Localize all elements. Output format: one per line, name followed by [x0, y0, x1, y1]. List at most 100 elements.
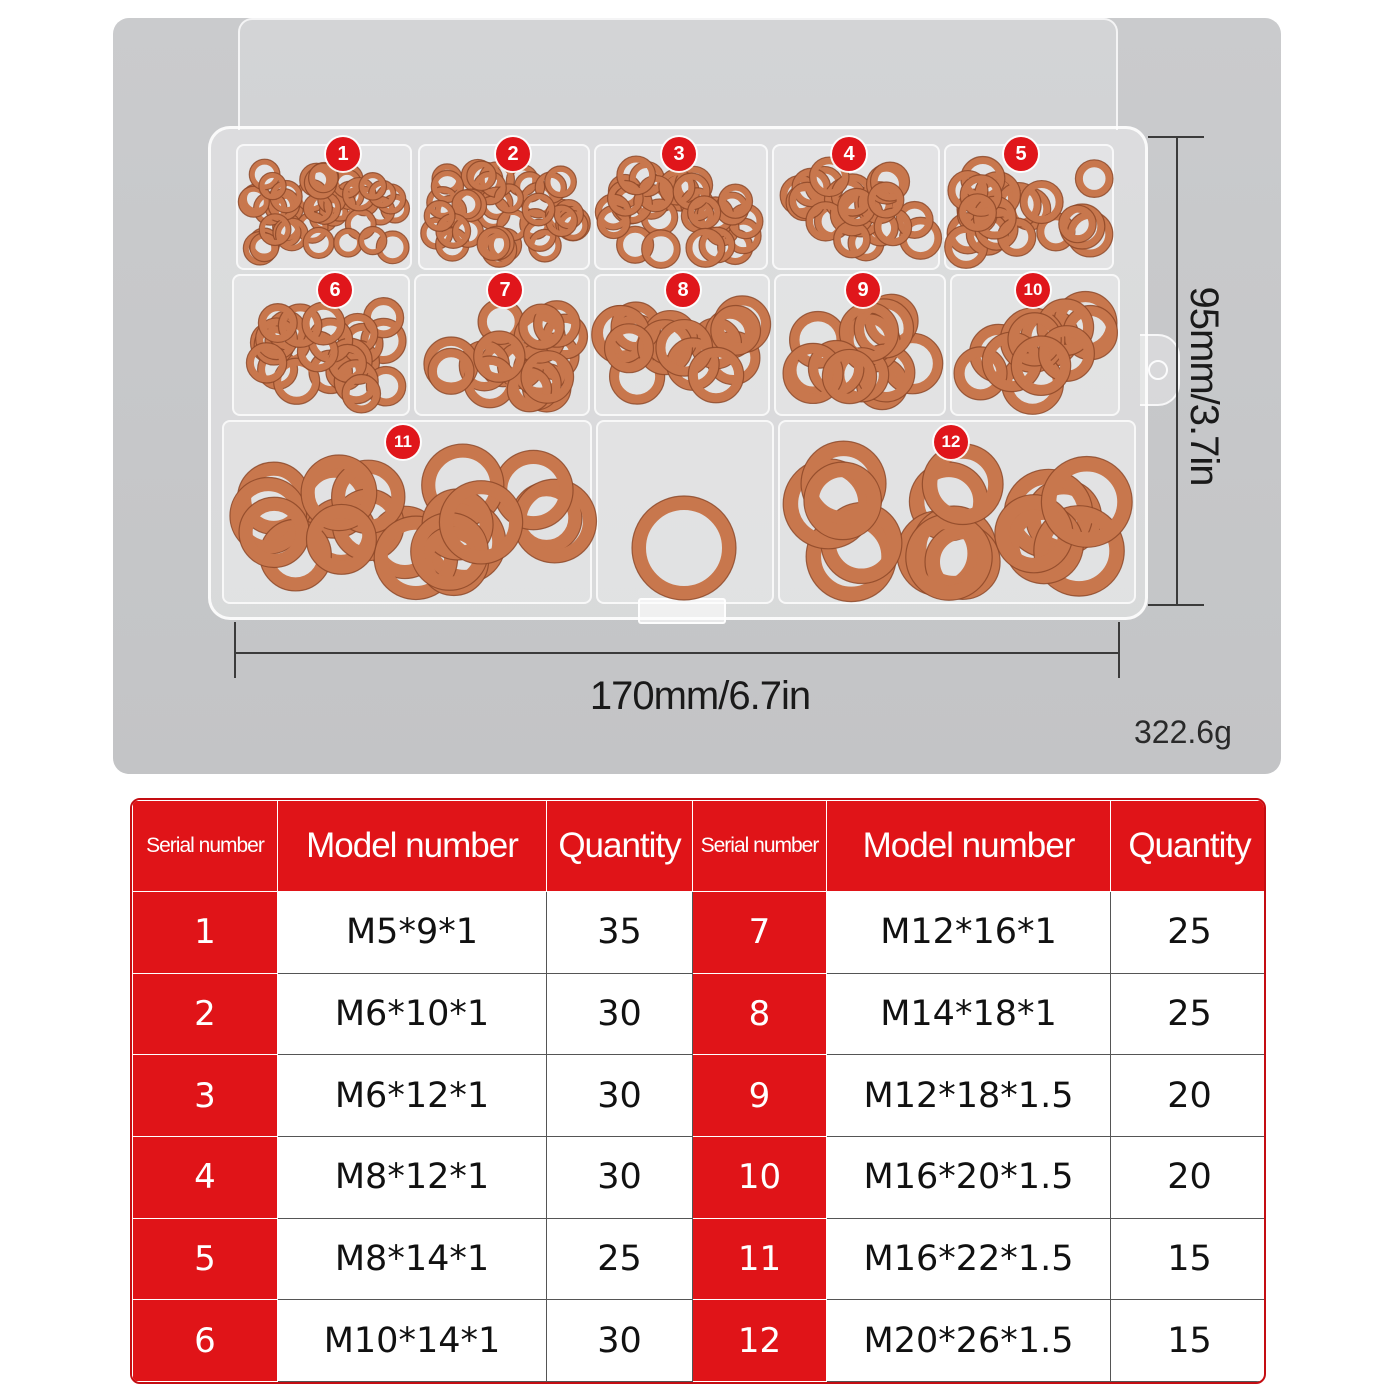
copper-washer — [1033, 505, 1125, 597]
compartment-badge: 3 — [662, 137, 696, 171]
height-dimension-cap-top — [1148, 136, 1204, 138]
copper-washer — [259, 213, 291, 246]
copper-washer-edge — [544, 165, 577, 199]
copper-washer — [960, 174, 1002, 217]
compartment-badge: 12 — [934, 425, 968, 459]
copper-washer — [944, 225, 988, 269]
header-serial-number: Serial number — [692, 800, 827, 892]
header-serial-number: Serial number — [132, 800, 278, 892]
quantity-cell: 15 — [1110, 1217, 1264, 1301]
compartment-badge: 1 — [326, 137, 360, 171]
table-row: 5 M8*14*1 25 11 M16*22*1.5 15 — [132, 1217, 1264, 1301]
copper-washer — [278, 303, 322, 348]
model-cell: M14*18*1 — [826, 972, 1111, 1056]
copper-washer — [1011, 335, 1071, 396]
copper-washer-edge — [959, 174, 1003, 217]
copper-washer — [783, 343, 844, 404]
copper-washer — [359, 172, 387, 201]
compartment-badge: 6 — [318, 273, 352, 307]
model-cell: M10*14*1 — [277, 1299, 547, 1382]
copper-washer — [238, 186, 270, 218]
copper-washer — [466, 161, 497, 191]
quantity-cell: 30 — [546, 972, 693, 1056]
serial-cell: 8 — [692, 972, 827, 1056]
copper-washer — [302, 302, 345, 345]
header-model-number: Model number — [826, 800, 1111, 892]
height-label: 95mm/3.7in — [1182, 286, 1226, 486]
height-dimension-line — [1176, 136, 1178, 606]
compartment-badge: 10 — [1016, 273, 1050, 307]
copper-washer — [1075, 159, 1114, 198]
copper-washer-edge — [631, 495, 737, 601]
copper-washer-edge — [532, 300, 581, 348]
copper-washer — [896, 201, 934, 239]
copper-washer — [822, 349, 877, 404]
copper-washer-edge — [1040, 455, 1133, 548]
model-cell: M12*18*1.5 — [826, 1054, 1111, 1137]
copper-washer — [424, 200, 456, 232]
compartment-badge: 11 — [386, 425, 420, 459]
serial-cell: 3 — [132, 1054, 278, 1137]
copper-washer — [239, 497, 310, 568]
serial-cell: 11 — [692, 1217, 827, 1301]
copper-washer-edge — [1074, 159, 1114, 199]
table-row: 6 M10*14*1 30 12 M20*26*1.5 15 — [132, 1299, 1264, 1382]
quantity-cell: 30 — [546, 1135, 693, 1219]
copper-washer-edge — [358, 225, 388, 256]
copper-washer — [641, 229, 681, 269]
table-row: 4 M8*12*1 30 10 M16*20*1.5 20 — [132, 1135, 1264, 1219]
quantity-cell: 35 — [546, 891, 693, 974]
copper-washer-edge — [365, 365, 407, 407]
copper-washers — [229, 155, 1133, 603]
copper-washer — [687, 195, 721, 229]
copper-washer-edge — [1007, 312, 1062, 367]
quantity-cell: 20 — [1110, 1135, 1264, 1219]
quantity-cell: 25 — [1110, 891, 1264, 974]
serial-cell: 5 — [132, 1217, 278, 1301]
quantity-cell: 30 — [546, 1054, 693, 1137]
copper-washer — [554, 199, 584, 229]
box-lid — [238, 18, 1118, 130]
copper-washer-edge — [257, 303, 298, 344]
copper-washer-edge — [616, 225, 655, 264]
copper-washer — [303, 227, 335, 259]
copper-washer — [803, 462, 882, 540]
copper-washer — [273, 358, 320, 405]
header-quantity: Quantity — [546, 800, 693, 892]
table-row: 2 M6*10*1 30 8 M14*18*1 25 — [132, 972, 1264, 1056]
copper-washer-edge — [782, 342, 844, 405]
copper-washer — [333, 228, 363, 258]
copper-washer — [632, 496, 736, 600]
copper-washer-edge — [603, 323, 655, 374]
copper-washer-edge — [687, 346, 745, 404]
copper-washer-edge — [473, 330, 526, 383]
copper-washer-edge — [821, 348, 878, 405]
quantity-cell: 25 — [1110, 972, 1264, 1056]
copper-washer — [839, 302, 899, 362]
height-dimension-cap-bottom — [1148, 604, 1204, 606]
copper-washer — [452, 189, 482, 219]
copper-washer-edge — [641, 229, 681, 269]
width-dimension-line — [234, 652, 1120, 654]
copper-washer — [1041, 456, 1133, 548]
weight-label: 322.6g — [1134, 714, 1232, 750]
copper-washer — [258, 172, 287, 200]
copper-washer-edge — [255, 317, 298, 361]
model-cell: M16*20*1.5 — [826, 1135, 1111, 1219]
copper-washer-edge — [717, 183, 754, 219]
copper-washer-edge — [803, 461, 883, 541]
copper-washer — [473, 331, 525, 383]
copper-washer — [958, 193, 997, 232]
copper-washer-edge — [375, 230, 410, 265]
quantity-cell: 30 — [546, 1299, 693, 1382]
copper-washer — [688, 347, 744, 403]
copper-washer — [1058, 205, 1097, 243]
copper-washer — [439, 480, 523, 564]
serial-cell: 9 — [692, 1054, 827, 1137]
copper-washer-edge — [867, 181, 905, 219]
model-cell: M6*10*1 — [277, 972, 547, 1056]
copper-washer — [306, 504, 377, 575]
copper-washer-edge — [808, 156, 850, 198]
model-cell: M16*22*1.5 — [826, 1217, 1111, 1301]
copper-washer-edge — [869, 161, 911, 202]
